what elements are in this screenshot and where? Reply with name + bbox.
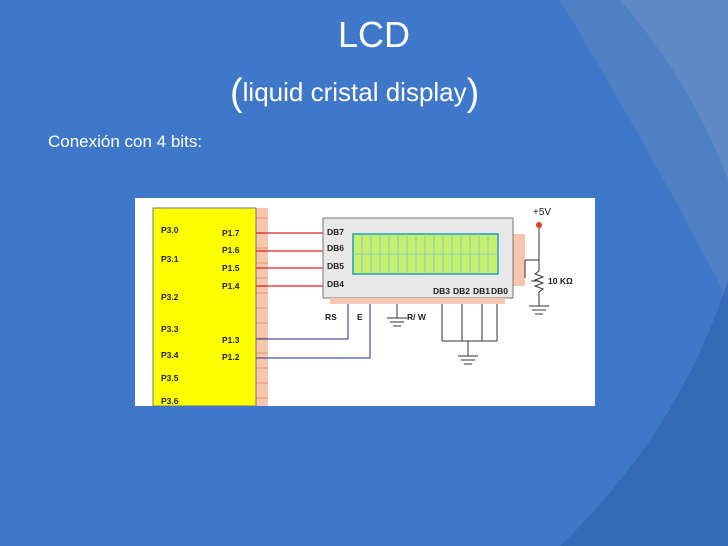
slide-subtitle: (liquid cristal display)	[230, 72, 479, 115]
slide-title: LCD	[337, 14, 411, 55]
vcc-node	[536, 222, 542, 228]
pin-p3-2: P3.2	[161, 292, 179, 302]
subtitle-text: liquid cristal display	[242, 77, 467, 107]
db-ground-bus	[441, 304, 498, 365]
potentiometer	[524, 228, 549, 315]
lcd-pin-db4: DB4	[327, 279, 344, 289]
rw-ground	[387, 304, 407, 327]
pin-p1-2: P1.2	[222, 352, 240, 362]
e-label: E	[357, 312, 363, 322]
data-wires	[256, 232, 323, 287]
lcd-connection-diagram: P3.0 P3.1 P3.2 P3.3 P3.4 P3.5 P3.6 P1.7 …	[135, 198, 595, 406]
subtitle-paren-close: )	[466, 72, 480, 114]
body-text: Conexión con 4 bits:	[48, 132, 203, 151]
lcd-pin-db7: DB7	[327, 227, 344, 237]
rs-label: RS	[325, 312, 337, 322]
lcd-pin-db3: DB3	[433, 286, 450, 296]
potentiometer-label: 10 KΩ	[548, 276, 573, 286]
rw-label: R/ W	[407, 312, 427, 322]
lcd-bottom-strip	[330, 298, 505, 304]
pin-p3-6: P3.6	[161, 396, 179, 406]
lcd-connector-strip	[513, 234, 525, 286]
microcontroller-block	[152, 207, 257, 406]
pin-p3-4: P3.4	[161, 350, 179, 360]
control-wires	[256, 299, 371, 359]
pin-p3-3: P3.3	[161, 324, 179, 334]
subtitle-paren-open: (	[230, 72, 243, 114]
pin-p1-4: P1.4	[222, 281, 240, 291]
lcd-pin-db5: DB5	[327, 261, 344, 271]
pin-p3-5: P3.5	[161, 373, 179, 383]
lcd-pin-db2: DB2	[453, 286, 470, 296]
lcd-pin-db6: DB6	[327, 243, 344, 253]
mcu-border-strip	[256, 208, 268, 406]
lcd-pin-db0: DB0	[491, 286, 508, 296]
vcc-label: +5V	[533, 207, 551, 218]
pin-p1-7: P1.7	[222, 228, 240, 238]
lcd-pin-db1: DB1	[473, 286, 490, 296]
pin-p1-6: P1.6	[222, 245, 240, 255]
pin-p1-5: P1.5	[222, 263, 240, 273]
pin-p3-1: P3.1	[161, 254, 179, 264]
pin-p1-3: P1.3	[222, 335, 240, 345]
pin-p3-0: P3.0	[161, 225, 179, 235]
